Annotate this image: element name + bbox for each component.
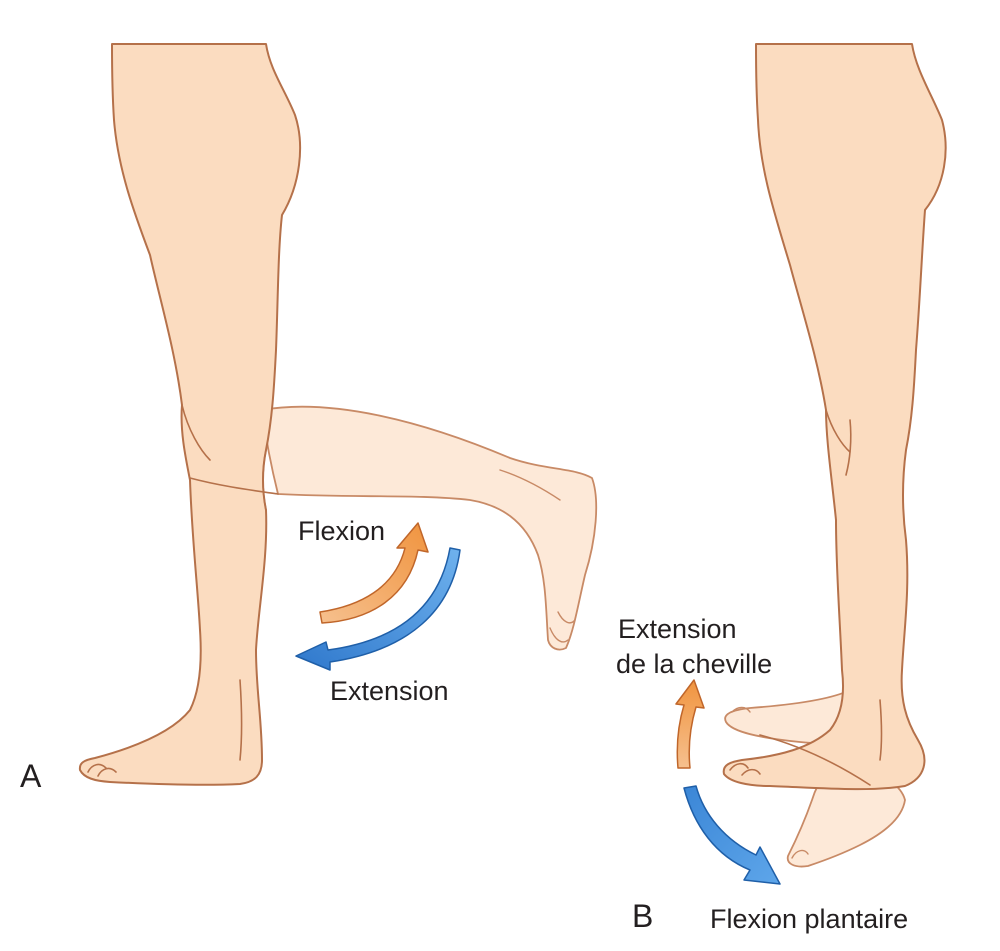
extension-label: Extension: [330, 676, 449, 706]
flexion-arrow: [319, 522, 429, 624]
ankle-extension-arrow: [675, 679, 705, 769]
ankle-extension-label-line2: de la cheville: [616, 649, 772, 679]
panel-b: Extension de la cheville Flexion plantai…: [616, 43, 947, 934]
ankle-extension-label-line1: Extension: [618, 614, 737, 644]
extension-arrow: [295, 547, 461, 671]
flexion-label: Flexion: [298, 516, 385, 546]
standing-leg-b: [722, 43, 947, 791]
panel-a-letter: A: [20, 758, 42, 794]
standing-leg-a: [78, 43, 302, 786]
flexed-lower-leg-ghost: [261, 405, 598, 651]
panel-b-letter: B: [632, 898, 653, 934]
panel-a: Flexion Extension A: [20, 43, 598, 794]
plantar-flexion-label: Flexion plantaire: [710, 904, 908, 934]
plantar-flexion-arrow: [683, 785, 781, 885]
